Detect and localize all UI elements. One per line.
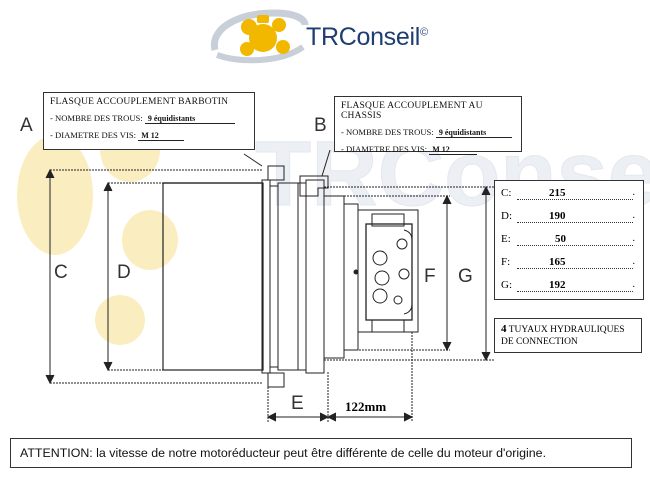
flange-chassis-title: FLASQUE ACCOUPLEMENT AU CHASSIS [341, 101, 483, 121]
flange-barbotin-box: FLASQUE ACCOUPLEMENT BARBOTIN - NOMBRE D… [43, 92, 255, 150]
label-d: D [117, 262, 131, 283]
dimension-row: C:215. [501, 187, 635, 200]
dimension-row: D:190. [501, 210, 635, 223]
attention-banner: ATTENTION: la vitesse de notre motoréduc… [10, 438, 632, 468]
label-a: A [20, 115, 33, 136]
dimensions-table: C:215. D:190. E:50. F:165. G:192. [494, 180, 644, 300]
label-c: C [54, 262, 68, 283]
label-g: G [458, 266, 473, 287]
flange-barbotin-screws: - DIAMETRE DES VIS: M 12 [50, 130, 248, 141]
flange-chassis-box: FLASQUE ACCOUPLEMENT AU CHASSIS - NOMBRE… [334, 96, 522, 155]
label-b: B [314, 115, 327, 136]
flange-barbotin-holes: - NOMBRE DES TROUS: 9 équidistants [50, 113, 248, 124]
flange-barbotin-title: FLASQUE ACCOUPLEMENT BARBOTIN [50, 97, 229, 107]
length-dimension: 122mm [345, 399, 387, 414]
label-f: F [424, 266, 436, 287]
flange-chassis-holes: - NOMBRE DES TROUS: 9 équidistants [341, 127, 515, 138]
flange-chassis-screws: - DIAMETRE DES VIS: M 12 [341, 144, 515, 155]
dimension-row: F:165. [501, 256, 635, 269]
label-e: E [291, 393, 304, 414]
dimension-row: G:192. [501, 279, 635, 292]
hydraulic-note: 4 TUYAUX HYDRAULIQUES DE CONNECTION [494, 318, 642, 353]
logo-icon [210, 9, 309, 64]
dimension-row: E:50. [501, 233, 635, 246]
logo-text: TRConseil© [306, 23, 428, 51]
